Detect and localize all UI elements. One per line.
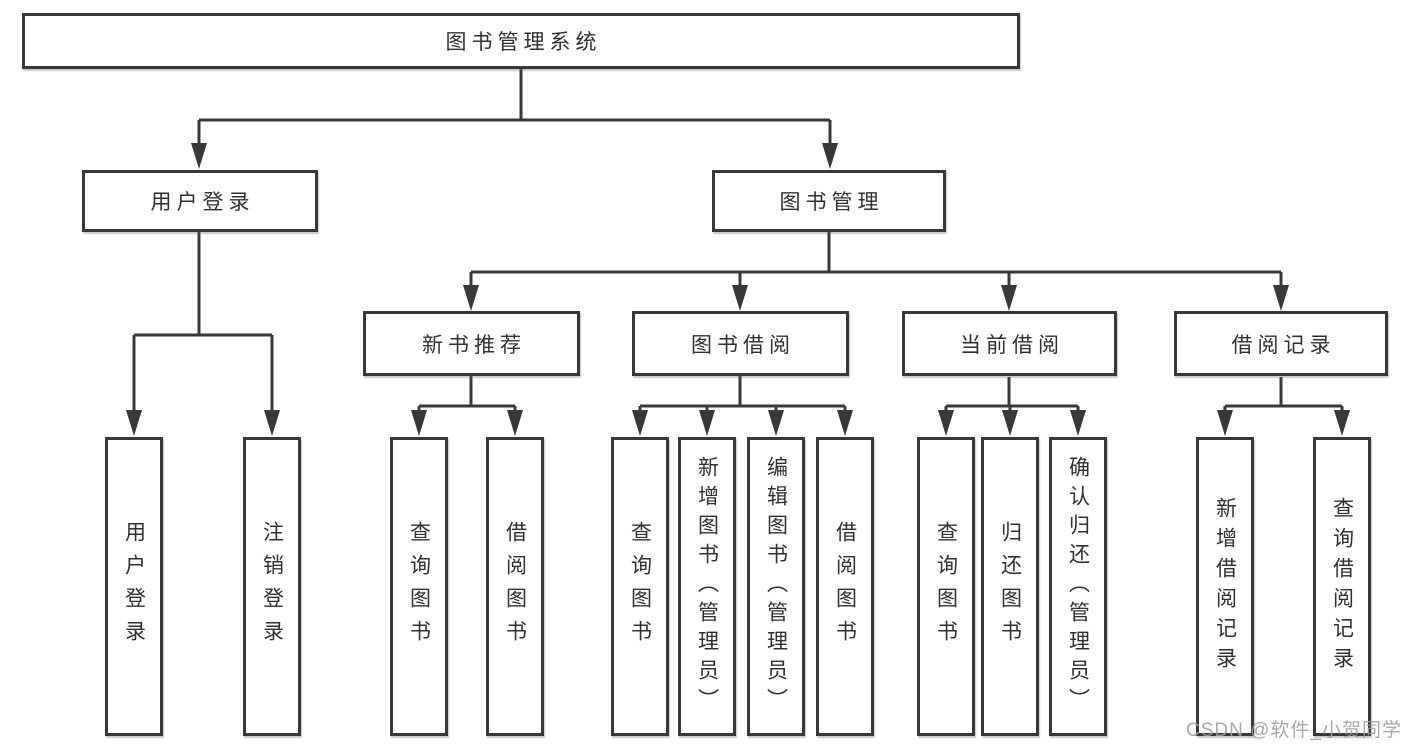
node-leaf-borrow-book-1: 借阅图书 <box>486 437 544 736</box>
node-book-management: 图书管理 <box>712 170 946 232</box>
connector-user-login <box>132 232 274 414</box>
leaf-label: 查询图书 <box>628 520 652 653</box>
node-leaf-query-book-2: 查询图书 <box>611 437 669 736</box>
connector-current-borrow <box>944 377 1080 414</box>
node-leaf-add-book-admin: 新增图书（管理员） <box>678 437 736 736</box>
connector-root <box>197 69 832 146</box>
node-leaf-confirm-return-admin: 确认归还（管理员） <box>1049 437 1107 736</box>
node-leaf-query-book-1: 查询图书 <box>390 437 448 736</box>
node-leaf-edit-book-admin: 编辑图书（管理员） <box>747 437 805 736</box>
node-borrow-records: 借阅记录 <box>1174 311 1388 376</box>
arrowhead <box>411 410 427 436</box>
node-current-borrow: 当前借阅 <box>902 311 1117 376</box>
arrowheads <box>126 143 1350 436</box>
node-book-borrow: 图书借阅 <box>632 311 849 376</box>
arrowhead <box>632 410 648 436</box>
arrowhead <box>837 410 853 436</box>
arrowhead <box>699 410 715 436</box>
node-leaf-query-borrow-record: 查询借阅记录 <box>1313 437 1371 736</box>
node-user-login: 用户登录 <box>82 170 318 232</box>
arrowhead <box>463 285 479 311</box>
leaf-label: 新增借阅记录 <box>1213 496 1237 677</box>
leaf-label: 查询借阅记录 <box>1330 496 1354 677</box>
arrowhead <box>732 285 748 311</box>
arrowhead <box>126 410 142 436</box>
arrowhead <box>1217 410 1233 436</box>
node-leaf-borrow-book-2: 借阅图书 <box>816 437 874 736</box>
arrowhead <box>1070 410 1086 436</box>
leaf-label: 借阅图书 <box>833 520 857 653</box>
arrowhead <box>1334 410 1350 436</box>
connector-book-management <box>469 232 1283 290</box>
leaf-label: 归还图书 <box>998 520 1022 653</box>
leaf-label: 查询图书 <box>407 520 431 653</box>
leaf-label: 用户登录 <box>122 520 146 653</box>
connector-book-borrow <box>638 376 847 414</box>
node-root-system: 图书管理系统 <box>22 13 1020 69</box>
arrowhead <box>768 410 784 436</box>
leaf-label: 确认归还（管理员） <box>1066 456 1090 717</box>
node-leaf-return-book: 归还图书 <box>981 437 1039 736</box>
connector-new-book <box>417 376 517 414</box>
node-leaf-query-book-3: 查询图书 <box>917 437 975 736</box>
leaf-label: 新增图书（管理员） <box>695 456 719 717</box>
connector-borrow-records <box>1223 377 1344 414</box>
arrowhead <box>938 410 954 436</box>
node-new-book-recommend: 新书推荐 <box>363 311 580 376</box>
watermark-text: CSDN @软件_小贺同学 <box>1186 720 1402 741</box>
leaf-label: 编辑图书（管理员） <box>764 456 788 717</box>
leaf-label: 查询图书 <box>934 520 958 653</box>
arrowhead <box>264 410 280 436</box>
node-leaf-user-login: 用户登录 <box>105 437 163 736</box>
arrowhead <box>1002 410 1018 436</box>
arrowhead <box>191 143 207 169</box>
arrowhead <box>507 410 523 436</box>
arrowhead <box>822 143 838 169</box>
node-leaf-logout: 注销登录 <box>243 437 301 736</box>
connector-paths <box>132 69 1344 414</box>
arrowhead <box>1001 285 1017 311</box>
arrowhead <box>1273 285 1289 311</box>
leaf-label: 注销登录 <box>260 520 284 653</box>
leaf-label: 借阅图书 <box>503 520 527 653</box>
node-leaf-add-borrow-record: 新增借阅记录 <box>1196 437 1254 736</box>
